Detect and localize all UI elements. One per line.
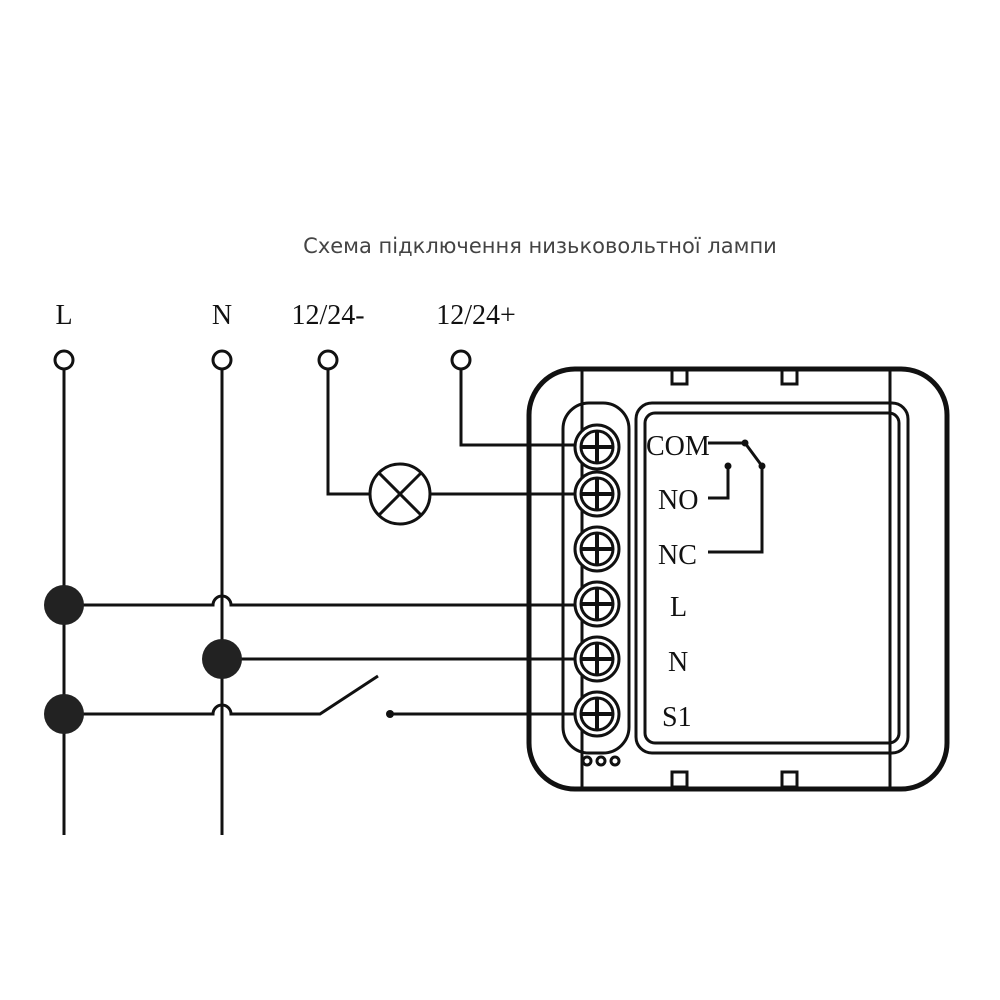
terminal-n-icon <box>211 349 233 371</box>
terminal-label-n: N <box>668 647 688 678</box>
terminal-label-s1: S1 <box>662 702 692 733</box>
wire-l <box>64 594 582 607</box>
junction-dot <box>202 639 242 679</box>
screw-icon <box>573 690 621 738</box>
label-12-24-positive: 12/24+ <box>436 300 516 331</box>
label-12-24-negative: 12/24- <box>291 300 364 331</box>
screw-icon <box>573 580 621 628</box>
screw-icon <box>573 635 621 683</box>
screw-icon <box>573 423 621 471</box>
label-l: L <box>55 300 72 331</box>
terminal-label-nc: NC <box>658 540 697 571</box>
terminal-label-com: COM <box>646 431 710 462</box>
wire-negative-to-lamp <box>326 369 370 496</box>
relay-contact-symbol <box>708 439 766 554</box>
terminal-label-l: L <box>670 592 687 623</box>
screw-icon <box>573 525 621 573</box>
wall-switch-icon <box>64 674 379 716</box>
diagram-title: Схема підключення низьковольтної лампи <box>303 234 777 258</box>
screw-terminals <box>573 423 621 738</box>
junction-dot <box>44 585 84 625</box>
lamp-icon <box>368 462 432 526</box>
screw-icon <box>573 470 621 518</box>
terminal-pos-icon <box>450 349 472 371</box>
supply-terminals <box>53 349 472 371</box>
terminal-l-icon <box>53 349 75 371</box>
wire-positive-to-com <box>459 369 582 447</box>
junction-dot <box>44 694 84 734</box>
terminal-neg-icon <box>317 349 339 371</box>
terminal-label-no: NO <box>658 485 698 516</box>
label-n: N <box>212 300 232 331</box>
